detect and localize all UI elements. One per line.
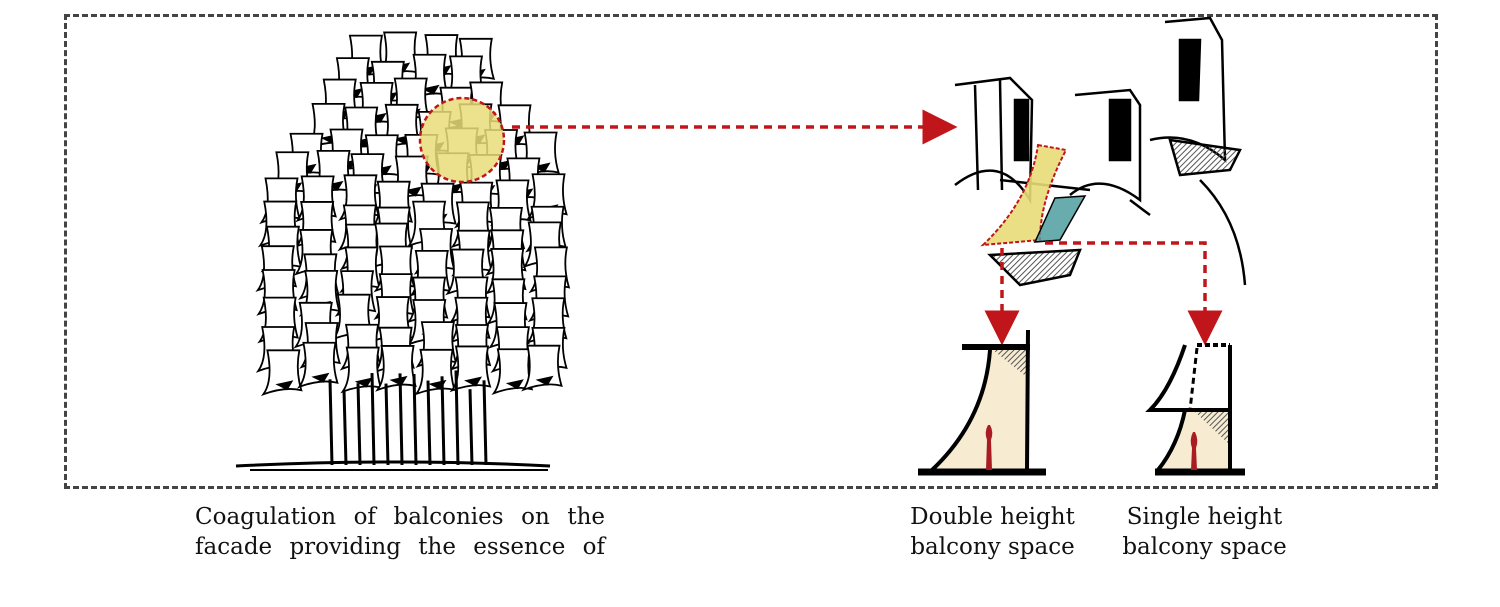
column-stroke	[398, 373, 404, 466]
person-figure	[1190, 432, 1198, 470]
balcony-shadow	[464, 376, 483, 387]
column-stroke	[370, 373, 376, 466]
single-height-caption: Single height balcony space	[1112, 502, 1297, 562]
balcony-shadow	[403, 186, 422, 197]
dashed-frame	[64, 14, 1438, 489]
double-height-caption: Double height balcony space	[900, 502, 1085, 562]
balcony-shadow	[535, 375, 554, 386]
facade-caption: Coagulation of balconies on the facade p…	[195, 502, 605, 562]
column-stroke	[342, 389, 348, 466]
column-stroke	[454, 370, 460, 466]
balcony-shadow	[275, 380, 294, 391]
caption-line: Double height	[910, 504, 1075, 530]
column-stroke	[412, 373, 418, 466]
double-height-section	[918, 329, 1046, 476]
column-stroke	[356, 383, 362, 466]
arrow-to-single	[1045, 241, 1223, 346]
caption-line: balcony space	[1122, 534, 1287, 560]
balcony-shadow	[421, 84, 440, 95]
column-stroke	[328, 379, 334, 466]
balcony-detail-sketch	[954, 16, 1247, 287]
ground-line	[235, 460, 551, 471]
column-stroke	[384, 383, 390, 466]
single-height-highlight	[1033, 195, 1087, 243]
tower-facade-sketch	[255, 31, 571, 466]
double-height-highlight	[980, 143, 1068, 247]
balcony-shadow	[311, 372, 330, 383]
caption-line: Single height	[1126, 504, 1283, 530]
highlight-circle	[418, 96, 506, 184]
balcony-shadow	[532, 162, 551, 173]
caption-line: balcony space	[910, 534, 1075, 560]
balcony-shadow	[373, 165, 392, 176]
balcony-shadow	[389, 375, 408, 386]
balcony-shadow	[493, 160, 512, 171]
column-stroke	[440, 376, 446, 466]
caption-line: facade providing the essence of	[195, 534, 605, 560]
balcony-shadow	[368, 112, 387, 123]
column-stroke	[426, 380, 432, 466]
caption-line: Coagulation of balconies on the	[195, 504, 605, 530]
balcony-shadow	[354, 377, 373, 388]
balcony-shadow	[325, 180, 344, 191]
person-figure	[985, 425, 993, 470]
single-height-section	[1145, 343, 1245, 476]
column-stroke	[468, 389, 474, 466]
balcony-shadow	[505, 379, 524, 390]
column-stroke	[482, 380, 488, 466]
